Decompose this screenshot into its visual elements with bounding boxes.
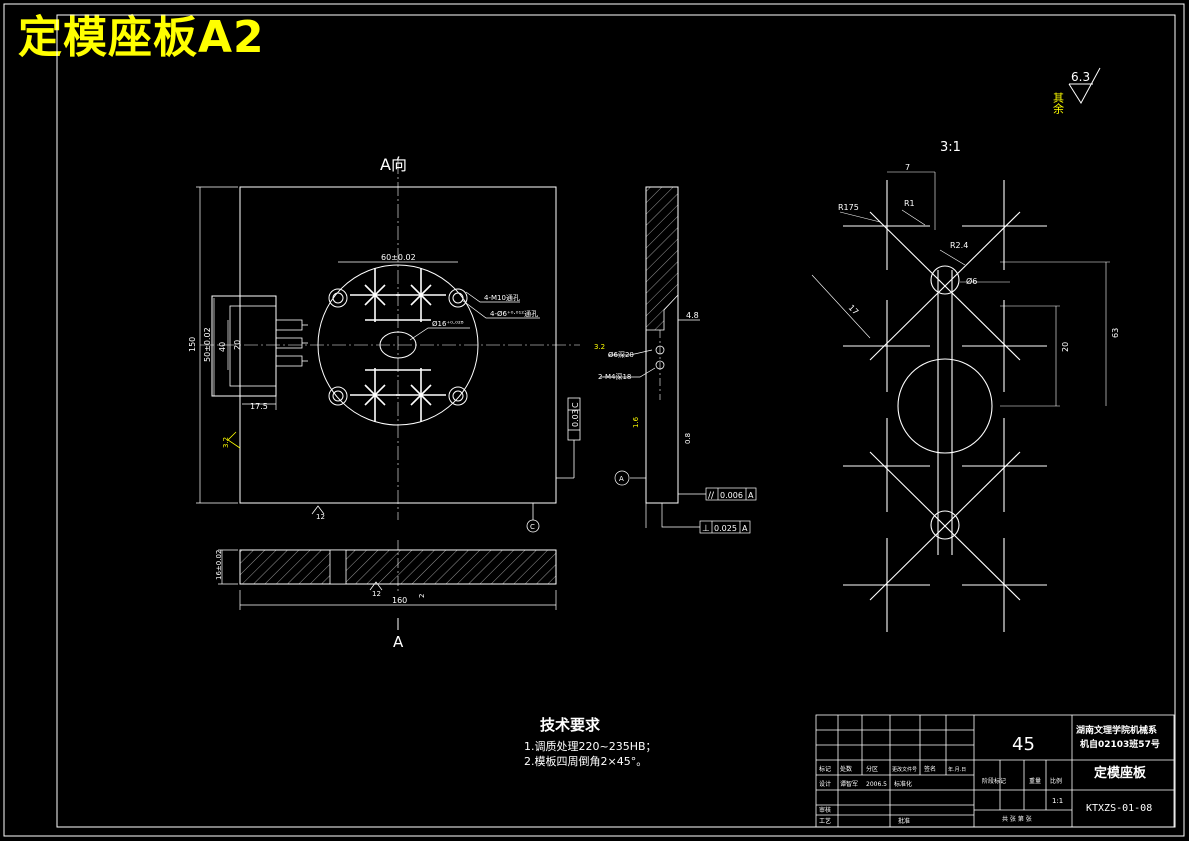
- tb-sheets-label: 共 张 第 张: [1002, 815, 1032, 823]
- tb-scale-value: 1:1: [1052, 797, 1063, 805]
- dim-60-tol: 60±0.02: [381, 253, 416, 262]
- tb-date-label: 年.月.日: [948, 766, 966, 773]
- tol-perp-main-datum: C: [571, 402, 580, 408]
- tb-class: 机自02103班57号: [1080, 738, 1160, 750]
- section-view: 160 16±0.02 2 12 A: [215, 540, 557, 651]
- tb-design-date: 2006.5: [866, 781, 887, 788]
- callout-m4: 2-M4深18: [598, 372, 631, 381]
- inner-frame: [56, 14, 1176, 828]
- detail-phi6: Ø6: [966, 276, 977, 286]
- dim-50-tol: 50±0.02: [203, 327, 212, 362]
- tb-part-name: 定模座板: [1093, 765, 1147, 781]
- tol-perp-side: 0.025: [714, 524, 737, 533]
- detail-r175: R175: [838, 203, 859, 212]
- datum-a: A: [619, 475, 624, 483]
- section-mark-a: A: [393, 633, 404, 651]
- detail-dim-63: 63: [1111, 328, 1120, 338]
- roughness-12-section: 12: [372, 590, 381, 598]
- tb-zone-label: 分区: [866, 765, 878, 773]
- dim-40: 40: [218, 342, 227, 352]
- roughness-16-side: 1.6: [632, 416, 640, 428]
- roughness-32-side: 3.2: [594, 343, 605, 351]
- tb-change-doc-label: 更改文件号: [892, 766, 917, 773]
- symbol-parallel-icon: //: [708, 491, 715, 501]
- view-a-title: A向: [380, 155, 407, 174]
- tb-mark-label: 标记: [819, 765, 831, 773]
- callout-phi6-depth: Ø6深20: [608, 350, 634, 359]
- roughness-32-main: 3.2: [222, 437, 230, 448]
- datum-c: C: [530, 523, 535, 531]
- detail-view: 3:1: [811, 140, 1120, 632]
- detail-r1: R1: [904, 199, 915, 208]
- callout-phi6-holes: 4-Ø6⁺⁰·⁰¹²通孔: [490, 309, 538, 318]
- detail-dim-7: 7: [905, 163, 910, 172]
- tb-standardize-label: 标准化: [894, 780, 912, 788]
- tb-school: 湖南文理学院机械系: [1076, 724, 1157, 736]
- callout-phi16: Ø16⁺⁰·⁰²⁸: [432, 320, 464, 328]
- tb-review-label: 审核: [819, 806, 831, 814]
- title-block: [815, 714, 1175, 828]
- tb-approve-label: 批准: [898, 817, 910, 825]
- tech-heading: 技术要求: [540, 716, 601, 734]
- tech-item-2: 2.模板四周倒角2×45°。: [524, 754, 647, 768]
- dim-16-thk: 16±0.02: [215, 550, 223, 580]
- tb-process-label: 工艺: [819, 817, 831, 825]
- tol-perp-main: 0.03: [571, 409, 580, 427]
- roughness-12-main: 12: [316, 513, 325, 521]
- roughness-08-side: 0.8: [684, 433, 692, 444]
- detail-scale-label: 3:1: [940, 140, 961, 155]
- sheet-title: 定模座板A2: [18, 12, 265, 63]
- callout-m10: 4-M10通孔: [484, 293, 520, 302]
- tol-parallel: 0.006: [720, 491, 743, 500]
- detail-r2-4: R2.4: [950, 241, 968, 250]
- tb-drawing-no: KTXZS-01-08: [1086, 803, 1152, 814]
- tb-design-label: 设计: [819, 780, 831, 788]
- outer-frame: [3, 3, 1185, 837]
- roughness-other-value: 6.3: [1071, 70, 1090, 84]
- tb-scale-label: 比例: [1050, 777, 1062, 785]
- roughness-other-mark: 其余 6.3: [1052, 67, 1101, 115]
- tech-item-1: 1.调质处理220~235HB；: [524, 740, 657, 753]
- symbol-perp-icon: ⊥: [702, 524, 710, 534]
- tb-weight-label: 重量: [1029, 777, 1041, 785]
- side-view: 4.8 Ø6深20 2-M4深18 3.2 1.6 0.8 A 0.006 A …: [594, 186, 757, 534]
- tb-count-label: 处数: [840, 765, 852, 773]
- dim-160-width: 160: [392, 596, 407, 605]
- tol-perp-side-datum: A: [742, 524, 748, 533]
- tb-sign-label: 签名: [924, 765, 936, 773]
- title-block-text: 标记 处数 分区 更改文件号 签名 年.月.日 设计 谭智军 2006.5 标准…: [819, 724, 1160, 825]
- dim-150-height: 150: [188, 337, 197, 352]
- tech-requirements: 技术要求 1.调质处理220~235HB； 2.模板四周倒角2×45°。: [524, 716, 657, 768]
- dim-20: 20: [233, 340, 242, 350]
- tb-designer: 谭智军: [840, 780, 858, 788]
- detail-dim-20: 20: [1061, 342, 1070, 352]
- dim-4-8: 4.8: [686, 311, 699, 320]
- main-view: A向: [188, 155, 581, 533]
- dim-17-5: 17.5: [250, 402, 268, 411]
- tb-stage-label: 阶段标记: [982, 777, 1006, 785]
- roughness-other-label: 其余: [1052, 92, 1065, 115]
- dim-2-section: 2: [418, 594, 426, 598]
- tol-parallel-datum: A: [748, 491, 754, 500]
- tb-material: 45: [1012, 734, 1035, 755]
